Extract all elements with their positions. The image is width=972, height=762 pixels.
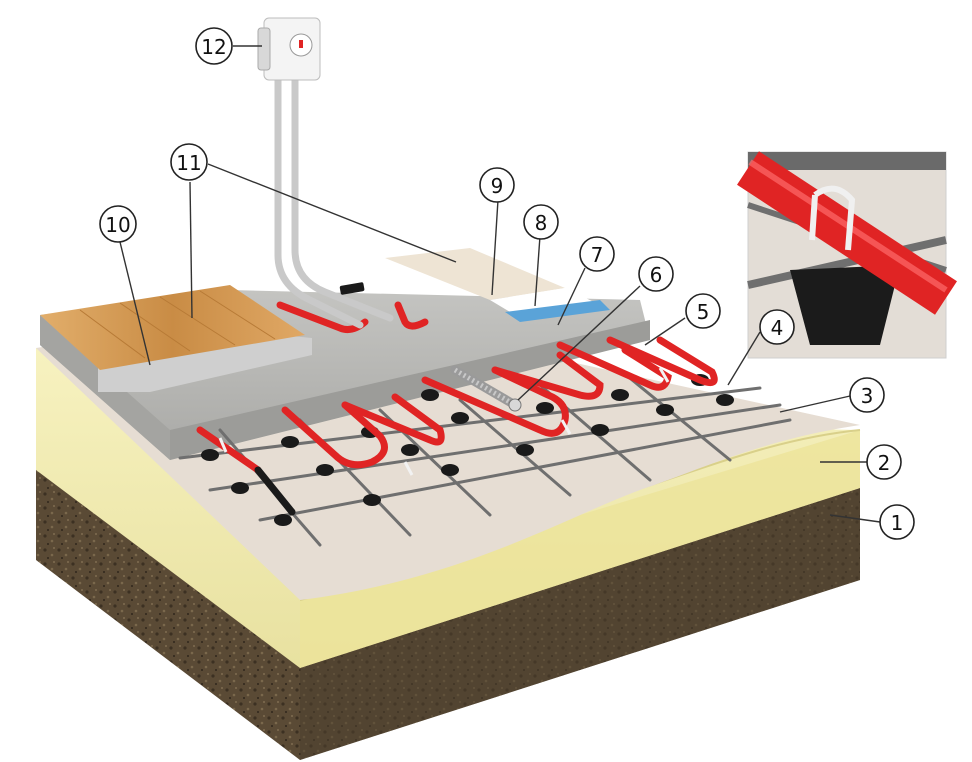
cable-clips (218, 367, 670, 476)
cable-connector (339, 282, 365, 295)
callout-2: 2 (866, 444, 902, 480)
callout-6-label: 6 (650, 263, 663, 287)
callout-10: 10 (99, 205, 137, 243)
callout-7: 7 (579, 236, 615, 272)
thermostat (257, 17, 321, 81)
cold-lead (254, 466, 296, 516)
callout-7-label: 7 (591, 243, 604, 267)
conduits (274, 76, 394, 329)
callout-9: 9 (479, 167, 515, 203)
leader-lines (119, 45, 881, 523)
callout-4-label: 4 (771, 316, 784, 340)
callout-6: 6 (638, 256, 674, 292)
support-chairs (201, 374, 734, 526)
callout-1: 1 (879, 504, 915, 540)
underlay-layer (98, 334, 312, 392)
heating-cable (196, 301, 718, 474)
callout-3: 3 (849, 377, 885, 413)
callout-2-label: 2 (878, 451, 891, 475)
callout-12-label: 12 (201, 35, 226, 59)
callout-9-label: 9 (491, 174, 504, 198)
callout-11-label: 11 (176, 151, 201, 175)
callout-5-label: 5 (697, 300, 710, 324)
callout-8-label: 8 (535, 211, 548, 235)
callout-12: 12 (195, 27, 233, 65)
callout-5: 5 (685, 293, 721, 329)
callout-10-label: 10 (105, 213, 130, 237)
callout-3-label: 3 (861, 384, 874, 408)
callout-8: 8 (523, 204, 559, 240)
callout-1-label: 1 (891, 511, 904, 535)
sensor-tube (450, 365, 522, 412)
callout-4: 4 (759, 309, 795, 345)
callout-11: 11 (170, 143, 208, 181)
wood-floor (40, 285, 305, 370)
